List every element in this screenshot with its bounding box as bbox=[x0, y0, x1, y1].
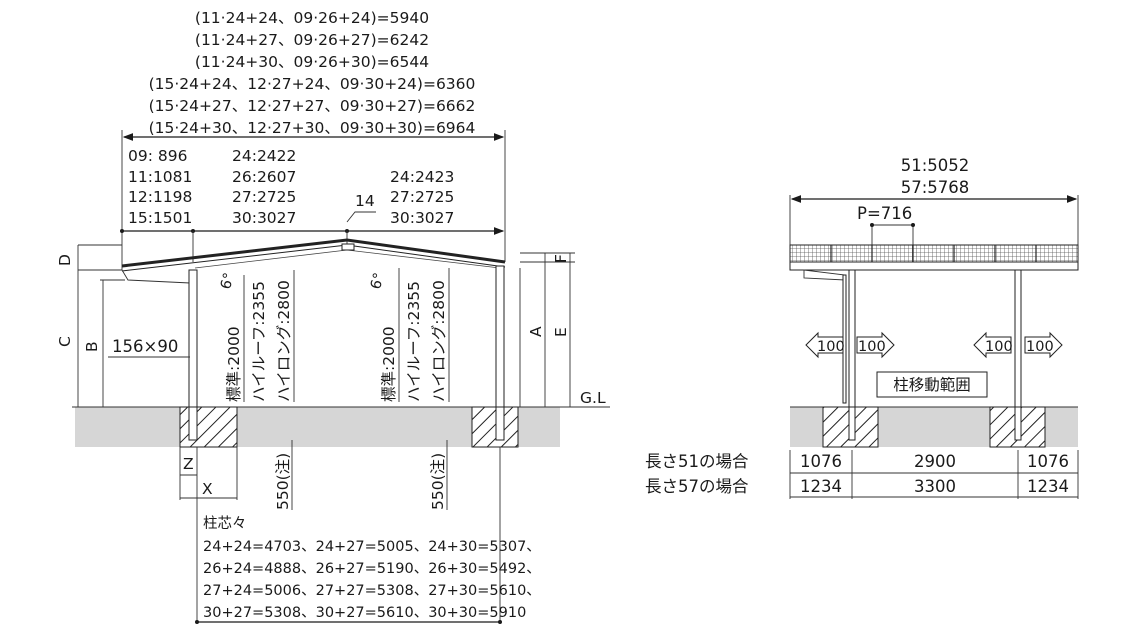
roof-profile bbox=[121, 238, 506, 288]
shift-right-value: 100 bbox=[858, 339, 886, 355]
post-range-label: 柱移動範囲 bbox=[893, 376, 971, 394]
post-pitch-line: 26+24=4888、26+27=5190、26+30=5492、 bbox=[203, 561, 541, 577]
post-pitch-title: 柱芯々 bbox=[203, 515, 247, 532]
right-span-value: 30:3027 bbox=[390, 209, 454, 227]
height-label: 標準:2000 bbox=[225, 326, 243, 402]
table-cell: 1076 bbox=[800, 452, 842, 471]
ridge-offset-value: 14 bbox=[355, 192, 375, 210]
left-span-value: 30:3027 bbox=[232, 209, 296, 227]
span-dimension-table: 長さ51の場合 長さ57の場合 1076 2900 1076 1234 3300… bbox=[645, 450, 1079, 499]
dim-letter-z: Z bbox=[183, 455, 194, 473]
post-height-labels-left: 標準:2000 ハイルーフ:2355 ハイロング:2800 bbox=[225, 280, 293, 402]
table-cell: 2900 bbox=[914, 452, 956, 471]
panel-pitch-label: P=716 bbox=[857, 204, 912, 223]
table-cell: 1234 bbox=[1027, 477, 1069, 496]
dim-letter-x: X bbox=[202, 480, 213, 498]
height-label: ハイルーフ:2355 bbox=[405, 281, 423, 402]
roof-panel bbox=[789, 244, 1079, 263]
side-view: 51:5052 57:5768 P=716 100 100 100 100 bbox=[645, 156, 1079, 499]
dim-letter-b: B bbox=[83, 341, 101, 352]
height-label: ハイロング:2800 bbox=[430, 280, 448, 402]
dim-letter-d: D bbox=[56, 254, 74, 266]
formula-line: (11·24+24、09·26+24)=5940 bbox=[195, 9, 429, 27]
dim-letter-f: F bbox=[552, 254, 570, 263]
post-size-label: 156×90 bbox=[112, 337, 178, 356]
right-footing bbox=[471, 406, 519, 448]
left-span-value: 27:2725 bbox=[232, 188, 296, 206]
height-label: ハイルーフ:2355 bbox=[250, 281, 268, 402]
formula-line: (15·24+30、12·27+30、09·30+30)=6964 bbox=[149, 119, 476, 137]
embed-depth-right: 550(注) bbox=[429, 453, 447, 510]
dim-letter-e: E bbox=[552, 327, 570, 337]
post-shift-arrows: 100 100 100 100 bbox=[805, 331, 1063, 359]
overhang-value: 12:1198 bbox=[128, 188, 192, 206]
height-label: 標準:2000 bbox=[380, 326, 398, 402]
table-cell: 1234 bbox=[800, 477, 842, 496]
post-pitch-line: 30+27=5308、30+27=5610、30+30=5910 bbox=[203, 605, 526, 621]
overhang-value: 11:1081 bbox=[128, 168, 192, 186]
overhang-value: 09: 896 bbox=[128, 147, 187, 165]
left-span-value: 26:2607 bbox=[232, 168, 296, 186]
front-view: (11·24+24、09·26+24)=5940 (11·24+27、09·26… bbox=[56, 9, 610, 624]
span-table: 09: 896 11:1081 12:1198 15:1501 24:2422 … bbox=[128, 147, 454, 227]
dim-letter-c: C bbox=[56, 336, 74, 347]
post-pitch-table: 柱芯々 24+24=4703、24+27=5005、24+30=5307、 26… bbox=[203, 515, 541, 621]
length-51-value: 51:5052 bbox=[901, 156, 970, 175]
height-label: ハイロング:2800 bbox=[275, 280, 293, 402]
right-span-value: 24:2423 bbox=[390, 168, 454, 186]
formula-line: (15·24+24、12·27+24、09·30+24)=6360 bbox=[149, 75, 476, 93]
shift-left-value: 100 bbox=[817, 339, 845, 355]
formula-line: (15·24+27、12·27+27、09·30+27)=6662 bbox=[149, 97, 476, 115]
dim-letter-a: A bbox=[527, 326, 545, 337]
post-pitch-line: 27+24=5006、27+27=5308、27+30=5610、 bbox=[203, 583, 541, 599]
table-cell: 1076 bbox=[1027, 452, 1069, 471]
embed-depth-left: 550(注) bbox=[274, 453, 292, 510]
post-pitch-line: 24+24=4703、24+27=5005、24+30=5307、 bbox=[203, 539, 541, 555]
left-span-value: 24:2422 bbox=[232, 147, 296, 165]
length-57-value: 57:5768 bbox=[901, 178, 970, 197]
formula-line: (11·24+30、09·26+30)=6544 bbox=[195, 53, 429, 71]
shift-left-value: 100 bbox=[985, 339, 1013, 355]
ground-line-label: G.L bbox=[580, 389, 606, 407]
formula-line: (11·24+27、09·26+27)=6242 bbox=[195, 31, 429, 49]
roof-angle-right: 6° bbox=[368, 271, 388, 291]
table-cell: 3300 bbox=[914, 477, 956, 496]
right-span-value: 27:2725 bbox=[390, 188, 454, 206]
overall-width-formulas: (11·24+24、09·26+24)=5940 (11·24+27、09·26… bbox=[149, 9, 476, 137]
shift-right-value: 100 bbox=[1026, 339, 1054, 355]
row-label: 長さ57の場合 bbox=[645, 477, 749, 496]
post-height-labels-right: 標準:2000 ハイルーフ:2355 ハイロング:2800 bbox=[380, 280, 448, 402]
overhang-value: 15:1501 bbox=[128, 209, 192, 227]
row-label: 長さ51の場合 bbox=[645, 452, 749, 471]
roof-angle-left: 6° bbox=[218, 271, 238, 291]
